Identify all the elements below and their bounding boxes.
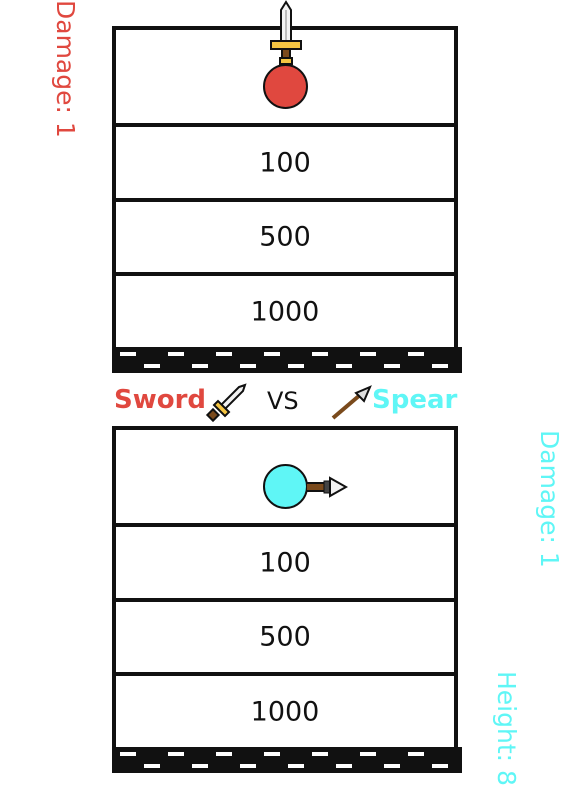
floor-number: 1000 xyxy=(250,296,320,327)
sword-label: Sword xyxy=(114,385,207,415)
spear-icon xyxy=(306,476,348,498)
spear-icon xyxy=(331,385,372,420)
top-damage-label: Damage: 1 xyxy=(51,0,80,138)
bottom-floor-1000[interactable]: 1000 xyxy=(112,672,458,751)
floor-number: 100 xyxy=(259,147,311,178)
versus-row: Sword VS Spear xyxy=(0,383,571,423)
top-ground-road xyxy=(112,347,462,373)
bottom-ground-road xyxy=(112,747,462,773)
top-floor-100[interactable]: 100 xyxy=(112,123,458,202)
bottom-floor-500[interactable]: 500 xyxy=(112,598,458,676)
vs-label: VS xyxy=(267,387,299,415)
bottom-floor-100[interactable]: 100 xyxy=(112,523,458,602)
cyan-player-ball[interactable] xyxy=(263,464,308,509)
sword-icon xyxy=(205,383,247,423)
red-player-ball[interactable] xyxy=(263,64,308,109)
floor-number: 500 xyxy=(259,221,311,253)
top-floor-1000[interactable]: 1000 xyxy=(112,272,458,351)
floor-number: 1000 xyxy=(250,696,320,727)
floor-number: 100 xyxy=(259,547,311,578)
height-label: Height: 8 xyxy=(492,671,521,786)
sword-icon xyxy=(270,0,302,65)
bottom-damage-label: Damage: 1 xyxy=(535,430,564,568)
spear-label: Spear xyxy=(372,385,458,415)
top-floor-500[interactable]: 500 xyxy=(112,198,458,276)
floor-number: 500 xyxy=(259,621,311,653)
